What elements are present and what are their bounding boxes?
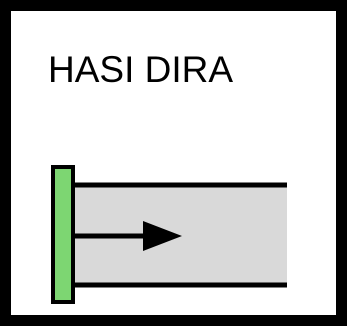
symbol-title: HASI DIRA [48, 49, 234, 90]
green-plate [51, 165, 75, 304]
right-arrow-icon [143, 221, 182, 251]
